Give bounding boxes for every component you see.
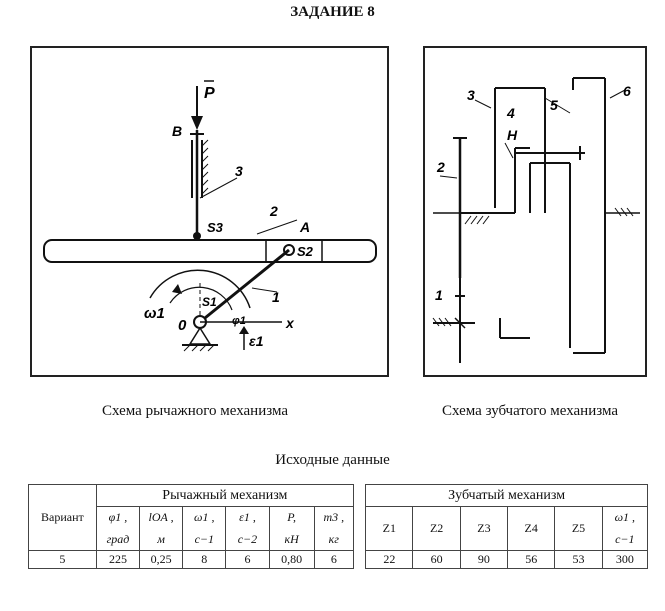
- force-label: P: [204, 85, 215, 102]
- lever-col-omega1-unit: с−1: [182, 528, 227, 551]
- lever-col-eps1-unit: с−2: [225, 528, 270, 551]
- variant-header: Вариант: [28, 484, 97, 551]
- gear-col-z5: Z5: [554, 506, 603, 551]
- gear-col-z2: Z2: [412, 506, 461, 551]
- phi1-label: φ1: [232, 315, 246, 327]
- gear-col-omega1-symbol: ω1 ,: [601, 506, 649, 529]
- lever-col-eps1-symbol: ε1 ,: [225, 506, 270, 529]
- initial-data-title: Исходные данные: [275, 452, 390, 468]
- s3-label: S3: [207, 220, 224, 235]
- x-axis-label: x: [285, 315, 295, 331]
- lever-col-m3-symbol: m3 ,: [313, 506, 354, 529]
- lever-mechanism-panel: P B 3 S3 2 A S2 1 S1: [30, 46, 389, 377]
- lever-col-loa-symbol: lOA ,: [139, 506, 184, 529]
- gear-value-z4: 56: [507, 550, 556, 569]
- table-gap: [352, 484, 367, 569]
- gear-col-z4: Z4: [507, 506, 556, 551]
- gear-value-omega1: 300: [601, 550, 649, 569]
- gear-value-z5: 53: [554, 550, 603, 569]
- s1-label: S1: [202, 295, 217, 309]
- point-a-label: A: [299, 219, 310, 235]
- lever-col-phi1-unit: град: [95, 528, 141, 551]
- epsilon1-label: ε1: [249, 333, 264, 349]
- s2-label: S2: [297, 244, 314, 259]
- gear-mechanism-panel: 1 2 3 4 H 5 6: [423, 46, 647, 377]
- point-b-label: B: [172, 123, 182, 139]
- variant-value: 5: [28, 550, 97, 569]
- force-arrow-head: [191, 116, 203, 130]
- lever-value-m3: 6: [313, 550, 354, 569]
- gear-4-label: 4: [506, 105, 515, 121]
- gear-3-label: 3: [467, 87, 475, 103]
- omega1-label: ω1: [144, 305, 165, 322]
- lever-value-phi1: 225: [95, 550, 141, 569]
- lever-value-loa: 0,25: [139, 550, 184, 569]
- gear-group-header: Зубчатый механизм: [365, 484, 648, 507]
- gear-mechanism-caption: Схема зубчатого механизма: [442, 403, 618, 419]
- gear-6-label: 6: [623, 83, 631, 99]
- link-1-label: 1: [272, 289, 280, 305]
- gear-col-z1: Z1: [365, 506, 414, 551]
- lever-mechanism-caption: Схема рычажного механизма: [101, 403, 288, 419]
- lever-col-p-symbol: P,: [268, 506, 315, 529]
- lever-value-omega1: 8: [182, 550, 227, 569]
- lever-col-phi1-symbol: φ1 ,: [95, 506, 141, 529]
- gear-col-z3: Z3: [459, 506, 509, 551]
- lever-col-p-unit: кН: [268, 528, 315, 551]
- gear-value-z3: 90: [459, 550, 509, 569]
- gear-1-label: 1: [435, 287, 443, 303]
- lever-col-loa-unit: м: [139, 528, 184, 551]
- link-2-label: 2: [269, 203, 278, 219]
- gear-value-z2: 60: [412, 550, 461, 569]
- lever-mechanism-diagram: P B 3 S3 2 A S2 1 S1: [43, 80, 377, 352]
- origin-label: 0: [178, 317, 187, 334]
- link-3-label: 3: [235, 163, 243, 179]
- initial-data-table: Вариант Рычажный механизм Зубчатый механ…: [28, 484, 649, 569]
- lever-col-m3-unit: кг: [313, 528, 354, 551]
- gear-col-omega1-unit: с−1: [601, 528, 649, 551]
- gear-2-label: 2: [436, 159, 445, 175]
- gear-value-z1: 22: [365, 550, 414, 569]
- gear-mechanism-diagram: 1 2 3 4 H 5 6: [432, 77, 640, 363]
- lever-value-eps1: 6: [225, 550, 270, 569]
- carrier-label: H: [507, 127, 518, 143]
- task-title: ЗАДАНИЕ 8: [290, 4, 375, 20]
- lever-group-header: Рычажный механизм: [95, 484, 354, 507]
- lever-col-omega1-symbol: ω1 ,: [182, 506, 227, 529]
- gear-5-label: 5: [550, 97, 558, 113]
- lever-value-p: 0,80: [268, 550, 315, 569]
